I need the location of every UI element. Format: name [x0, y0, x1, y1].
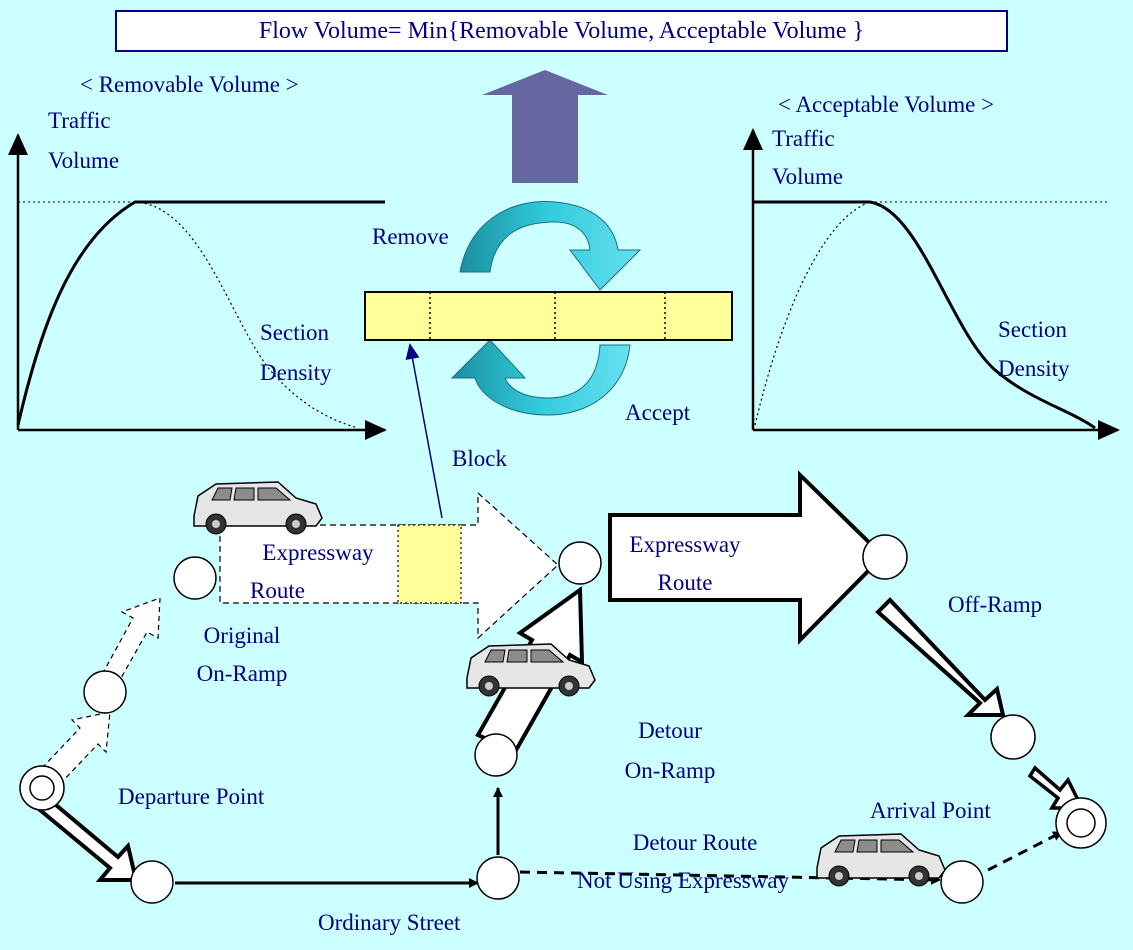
departure-arrow	[37, 797, 139, 882]
block-label: Block	[452, 446, 507, 471]
node-original-mid	[83, 670, 127, 714]
removable-curve-dotted	[134, 201, 359, 429]
removable-volume-chart	[7, 133, 387, 440]
blocked-expressway-label-2: Route	[250, 578, 305, 603]
detour-route-line	[519, 870, 941, 885]
node-original-onramp	[173, 556, 217, 600]
removable-xlabel-2: Density	[260, 360, 332, 385]
blocked-section	[397, 524, 462, 604]
removable-xlabel-1: Section	[260, 320, 329, 345]
blocked-expressway-label-1: Expressway	[262, 540, 374, 565]
detour-route-label-1: Detour Route	[632, 830, 758, 855]
removable-title: < Removable Volume >	[80, 72, 299, 97]
node-off-ramp-top	[862, 534, 908, 580]
detour-onramp-label-1: Detour	[638, 718, 702, 743]
node-off-ramp-bottom	[990, 714, 1036, 760]
acceptable-xlabel-1: Section	[998, 317, 1067, 342]
node-detour-junction	[476, 856, 520, 900]
acceptable-xlabel-2: Density	[998, 356, 1070, 381]
departure-point-label: Departure Point	[118, 784, 265, 809]
acceptable-ylabel-1: Traffic	[772, 126, 835, 151]
original-onramp-label-2: On-Ramp	[196, 661, 288, 686]
expressway-label-1: Expressway	[629, 532, 741, 557]
remove-label: Remove	[372, 224, 449, 249]
formula-box: Flow Volume= Min{Removable Volume, Accep…	[115, 10, 1008, 52]
removable-ylabel-2: Volume	[48, 148, 120, 173]
nodes	[19, 534, 1107, 904]
section-bar	[364, 291, 733, 341]
car-icon	[816, 833, 946, 887]
acceptable-curve-dotted	[754, 201, 871, 426]
accept-cycle-arrow	[450, 339, 631, 416]
node-detour-end	[940, 860, 984, 904]
detour-onramp-label-2: On-Ramp	[624, 758, 716, 783]
node-detour-onramp	[474, 733, 518, 777]
removable-curve-solid	[16, 200, 385, 426]
detour-route-label-2: Not Using Expressway	[576, 868, 790, 893]
off-ramp-arrow	[875, 597, 1006, 717]
expressway-route-arrow	[608, 470, 886, 645]
acceptable-volume-chart	[743, 128, 1120, 440]
accept-label: Accept	[625, 400, 691, 425]
departure-dashed-arrow	[41, 711, 111, 785]
arrival-point-label: Arrival Point	[870, 798, 991, 823]
node-ordinary	[130, 860, 174, 904]
node-expressway-entry	[558, 541, 602, 585]
acceptable-ylabel-2: Volume	[772, 164, 844, 189]
removable-ylabel-1: Traffic	[48, 108, 111, 133]
formula-text: Flow Volume= Min{Removable Volume, Accep…	[258, 17, 865, 44]
car-icon	[193, 481, 323, 535]
block-arrow	[405, 343, 443, 519]
car-icon	[466, 643, 596, 697]
arrival-dashed-line	[987, 830, 1063, 872]
ordinary-street-label: Ordinary Street	[318, 910, 461, 935]
acceptable-title: < Acceptable Volume >	[778, 92, 995, 117]
off-ramp-label: Off-Ramp	[948, 592, 1043, 617]
flow-up-arrow	[482, 70, 608, 183]
remove-cycle-arrow	[459, 201, 642, 291]
original-onramp-label-1: Original	[203, 623, 281, 648]
expressway-label-2: Route	[657, 570, 713, 595]
acceptable-curve-solid	[753, 200, 1096, 430]
